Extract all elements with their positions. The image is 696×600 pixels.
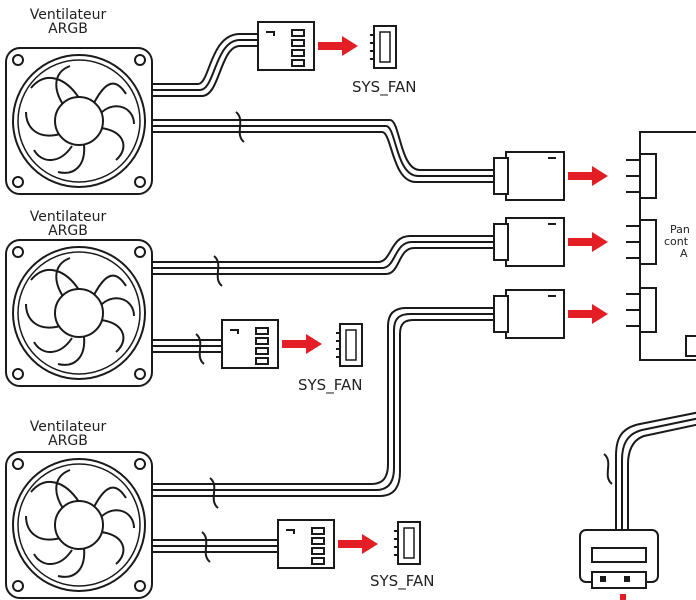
fan-2-argb-cable [152,235,494,263]
fan-1-pwm-cable [152,39,258,91]
fan-3-sys-fan-header-icon [393,521,421,565]
fan-2-argb-arrow-icon [568,232,608,252]
fan-3-argb-plug [493,289,565,339]
fan-1-icon [5,47,153,195]
panel-label: Pan cont A [664,223,690,260]
fan-3-pwm-arrow-icon [338,534,378,554]
fan-2-argb-plug [493,217,565,267]
fan-2-sys-fan-header-icon [335,323,363,367]
panel-port-1-icon [625,153,657,199]
panel-port-2-icon [625,219,657,265]
fan-3-icon [5,451,153,599]
fan-1-sys-fan-header-icon [369,25,397,69]
fan-1-argb-plug [493,151,565,201]
fan-2-pwm-arrow-icon [282,334,322,354]
fan-3-sys-fan-label: SYS_FAN [370,572,435,590]
fan-3-argb-arrow-icon [568,304,608,324]
panel-port-3-icon [625,287,657,333]
fan-1-argb-cable [152,119,494,171]
fan-1-pwm-arrow-icon [318,36,358,56]
fan-2-icon [5,239,153,387]
fan-1-sys-fan-label: SYS_FAN [352,78,417,96]
fan-1-argb-arrow-icon [568,166,608,186]
sata-power-cable [615,411,696,530]
fan-1-pwm-plug [257,21,315,71]
sata-arrow-icon [620,594,626,600]
fan-2-pwm-plug [221,319,279,369]
fan-3-pwm-plug [277,519,335,569]
fan-3-argb-cable [152,307,494,485]
fan-2-sys-fan-label: SYS_FAN [298,376,363,394]
